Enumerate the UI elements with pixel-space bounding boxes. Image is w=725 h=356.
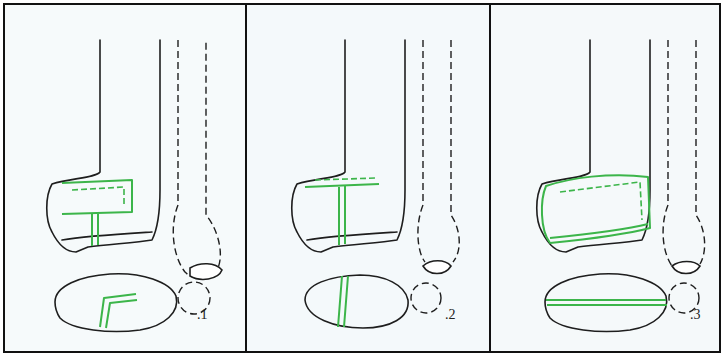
fibula-outline bbox=[663, 40, 705, 266]
fracture-line bbox=[92, 214, 98, 246]
axial-fibula bbox=[411, 283, 441, 313]
ankle-drawing bbox=[292, 40, 459, 328]
fracture-line bbox=[542, 175, 650, 243]
fibula-outline bbox=[418, 40, 459, 262]
fracture-line bbox=[339, 186, 345, 245]
panel-number: .1 bbox=[197, 308, 208, 322]
articular-line bbox=[62, 232, 152, 240]
malleolus-fragment bbox=[423, 261, 451, 274]
panel-divider bbox=[489, 4, 491, 352]
label-holder: .1 bbox=[197, 308, 208, 322]
axial-tibia bbox=[305, 275, 408, 328]
axial-tibia bbox=[545, 274, 667, 332]
label-holder: .2 bbox=[445, 308, 456, 322]
fracture-line bbox=[62, 180, 132, 214]
panel-number: .3 bbox=[690, 308, 701, 322]
fracture-line bbox=[338, 276, 348, 327]
panel-ground bbox=[490, 4, 720, 352]
malleolus-tip bbox=[190, 264, 222, 280]
fracture-line bbox=[546, 300, 667, 305]
tibia-outline bbox=[292, 40, 405, 252]
axial-tibia bbox=[55, 274, 177, 332]
ankle-drawing bbox=[47, 40, 222, 332]
frame-border bbox=[4, 4, 720, 352]
articular-line bbox=[307, 232, 397, 240]
ankle-drawing bbox=[537, 40, 705, 332]
panel-ground bbox=[4, 4, 246, 352]
fracture-line bbox=[315, 178, 377, 180]
fracture-line bbox=[305, 184, 379, 187]
panel-divider bbox=[245, 4, 247, 352]
tibia-outline bbox=[537, 40, 650, 252]
fracture-line bbox=[100, 294, 137, 328]
malleolus-tip bbox=[672, 262, 700, 274]
tibia-outline bbox=[47, 40, 160, 252]
fracture-line bbox=[550, 224, 648, 238]
label-holder: .3 bbox=[690, 308, 701, 322]
panel-number: .2 bbox=[445, 308, 456, 322]
panel-ground bbox=[246, 4, 490, 352]
fibula-outline bbox=[173, 40, 220, 278]
fracture-line bbox=[72, 187, 124, 206]
fracture-line bbox=[560, 182, 642, 220]
